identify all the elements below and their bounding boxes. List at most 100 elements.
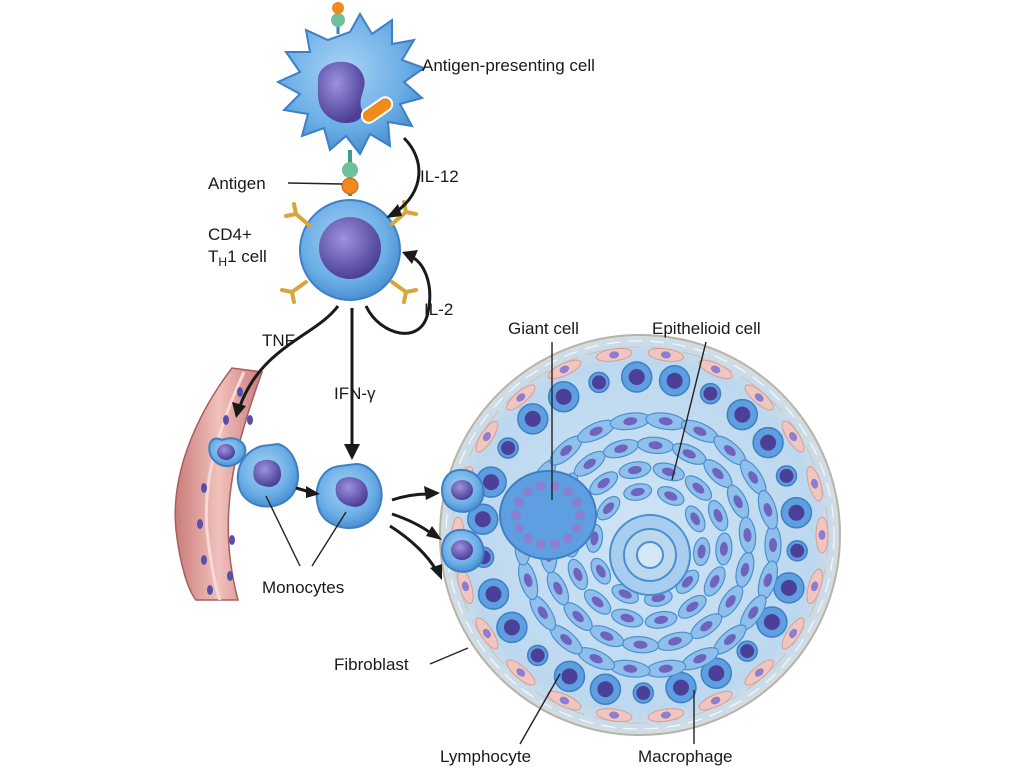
lymphocyte-nucleus — [530, 648, 545, 663]
epithelioid-cell — [596, 495, 621, 521]
lymphocyte-nucleus — [592, 375, 606, 390]
epithelioid-nucleus — [748, 471, 759, 484]
macrophage-nucleus — [628, 369, 645, 385]
macrophage-nucleus — [483, 474, 500, 491]
macrophage-nucleus — [788, 504, 805, 521]
epithelioid-nucleus — [620, 613, 635, 623]
leader-lines — [265, 182, 707, 745]
macrophage-nucleus — [474, 511, 491, 528]
epithelioid-nucleus — [602, 502, 615, 515]
fibroblast — [475, 420, 499, 453]
giant-cell — [499, 470, 597, 560]
fibroblast — [744, 384, 774, 411]
epithelioid-nucleus — [681, 575, 694, 588]
fibroblast-nucleus — [754, 668, 764, 677]
epithelioid-nucleus — [630, 487, 645, 497]
lymphocyte-nucleus — [636, 686, 651, 700]
label-macrophage: Macrophage — [638, 747, 733, 766]
epithelioid-cell — [657, 486, 685, 506]
label-tnf: TNF — [262, 331, 295, 350]
fibroblast — [781, 617, 805, 650]
label-th1-cell: TH1 cell — [208, 247, 267, 269]
epithelioid-cell — [764, 524, 782, 566]
il12-arrow — [395, 136, 421, 214]
epithelioid-cell — [715, 532, 733, 566]
giant-cell-nucleus — [523, 486, 533, 497]
epithelioid-nucleus — [595, 564, 606, 578]
fibroblast-nucleus — [810, 478, 819, 489]
epithelioid-cell — [644, 610, 678, 629]
fibroblast — [547, 359, 582, 380]
epithelioid-nucleus — [693, 654, 707, 664]
tnf-arrow — [238, 305, 340, 407]
epithelioid-cell — [589, 471, 619, 496]
epithelioid-nucleus — [693, 426, 707, 436]
label-lymphocyte: Lymphocyte — [440, 747, 531, 766]
fibroblast-nucleus — [789, 628, 798, 639]
epithelioid-cell — [692, 537, 711, 567]
fibroblast-nucleus — [609, 711, 620, 719]
monocytes-group — [208, 437, 485, 573]
epithelioid-nucleus — [709, 574, 720, 588]
label-giant-cell: Giant cell — [508, 319, 579, 338]
epithelioid-nucleus — [633, 640, 648, 649]
macrophage-nucleus — [708, 665, 725, 682]
giant-cell-nucleus — [535, 480, 546, 491]
label-fibroblast: Fibroblast — [334, 655, 409, 674]
epithelioid-nucleus — [614, 444, 628, 453]
epithelioid-nucleus — [713, 508, 723, 523]
epithelioid-nucleus — [763, 573, 773, 588]
epithelioid-nucleus — [690, 512, 701, 526]
epithelioid-cell — [757, 560, 779, 601]
fibroblast-nucleus — [818, 530, 826, 540]
il2-arrow — [364, 254, 432, 335]
epithelioid-nucleus — [523, 573, 533, 588]
epithelioid-nucleus — [573, 567, 583, 582]
macrophage-nucleus — [760, 434, 777, 451]
epithelioid-cell — [684, 505, 706, 533]
fibroblast-nucleus — [482, 431, 491, 442]
granuloma-center — [609, 514, 691, 596]
epithelioid-cell — [703, 566, 726, 597]
epithelioid-cell — [645, 412, 687, 431]
epithelioid-nucleus — [725, 595, 736, 608]
fibroblast-nucleus — [609, 351, 620, 359]
label-monocytes: Monocytes — [262, 578, 344, 597]
epithelioid-cell — [680, 419, 719, 443]
fibroblast-nucleus — [710, 696, 721, 705]
giant-cell-nucleus — [514, 497, 525, 507]
epithelioid-nucleus — [623, 417, 638, 426]
fibroblast — [806, 568, 823, 605]
macrophage-nucleus — [673, 679, 689, 696]
fibroblast — [781, 420, 805, 453]
lymphocyte-nucleus — [740, 644, 755, 659]
fibroblast — [475, 617, 499, 650]
epithelioid-nucleus — [537, 606, 548, 619]
fibroblast-nucleus — [516, 393, 526, 402]
epithelioid-nucleus — [743, 528, 752, 543]
epithelioid-cell — [739, 459, 767, 496]
fibroblast-nucleus — [516, 668, 526, 677]
epithelioid-nucleus — [668, 637, 682, 646]
fibroblast — [506, 659, 536, 686]
fibroblast-layer — [451, 347, 829, 723]
fibroblast-nucleus — [559, 696, 570, 705]
macrophage-nucleus — [485, 586, 502, 603]
epithelioid-cell — [738, 516, 757, 554]
fibroblast — [595, 347, 633, 362]
epithelioid-nucleus — [618, 589, 632, 599]
fibroblast — [806, 465, 823, 502]
epithelioid-nucleus — [583, 458, 596, 470]
fibroblast-nucleus — [660, 351, 671, 359]
fibroblast — [506, 384, 536, 411]
giant-cell-nucleus — [563, 533, 573, 544]
epithelioid-nucleus — [682, 449, 696, 459]
giant-cell-nucleus — [514, 523, 525, 533]
monocyte-at-granuloma — [441, 468, 485, 513]
epithelioid-nucleus — [692, 482, 705, 494]
epithelioid-cell — [567, 558, 589, 591]
macrophage-nucleus — [597, 681, 614, 698]
monocyte-at-granuloma — [441, 528, 485, 573]
epithelioid-nucleus — [627, 465, 642, 475]
